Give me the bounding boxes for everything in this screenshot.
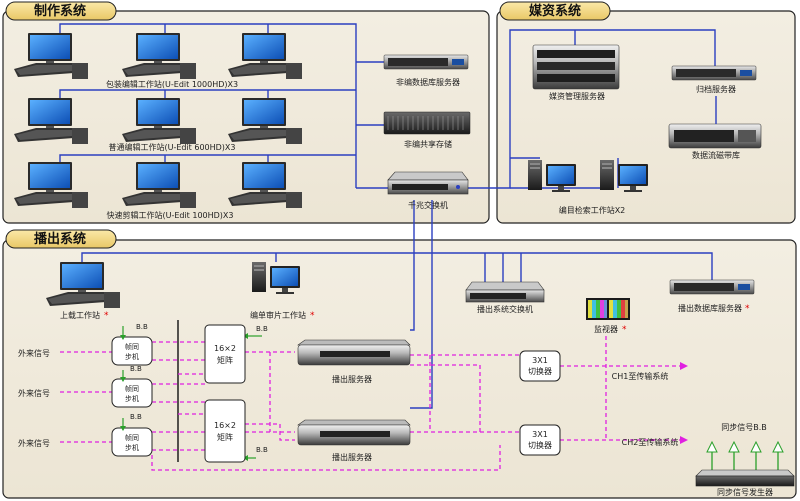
matrix-1: 16×2 矩阵 [204, 324, 246, 384]
bb-1: B.B [136, 323, 148, 331]
svg-text:切换器: 切换器 [528, 440, 552, 450]
play-server-1 [297, 339, 411, 366]
svg-text:帧同: 帧同 [125, 433, 139, 442]
sync-signal-label: 同步信号B.B [721, 422, 767, 432]
bb-5: B.B [256, 446, 268, 454]
ch1-label: CH1至传输系统 [612, 371, 669, 381]
playlist-ws-label: 编单审片工作站 [250, 310, 306, 320]
nonlinear-db-label: 非编数据库服务器 [396, 77, 460, 87]
fast-edit-label: 快速剪辑工作站(U-Edit 100HD)X3 [106, 210, 233, 220]
svg-text:帧同: 帧同 [125, 342, 139, 351]
svg-text:步机: 步机 [125, 394, 139, 403]
signal-lines [60, 336, 680, 471]
archive-server-icon [671, 65, 757, 81]
monitor-label: 监视器 [594, 324, 618, 334]
monitor-star: * [622, 325, 627, 335]
switcher-1: 3X1 切换器 [519, 350, 561, 382]
svg-text:矩阵: 矩阵 [217, 355, 233, 365]
nonlinear-db-server-icon [383, 54, 469, 70]
ext-signal-3: 外来信号 [18, 438, 50, 448]
play-server-1-label: 播出服务器 [332, 374, 372, 384]
broadcast-network-lines [81, 252, 713, 409]
bc-db-icon [669, 279, 755, 295]
media-title: 媒资系统 [529, 3, 581, 19]
bc-db-star: * [745, 304, 750, 314]
svg-text:步机: 步机 [125, 443, 139, 452]
frame-sync-3: 帧同 步机 [111, 427, 153, 457]
svg-text:帧同: 帧同 [125, 384, 139, 393]
tape-library-icon [668, 123, 762, 149]
bb-4: B.B [256, 325, 268, 333]
production-network-lines [59, 23, 716, 285]
shared-storage-label: 非编共享存储 [404, 139, 452, 149]
frame-sync-1: 帧同 步机 [111, 336, 153, 366]
media-mgmt-label: 媒资管理服务器 [549, 91, 605, 101]
broadcast-title: 播出系统 [34, 231, 86, 247]
bb-3: B.B [130, 413, 142, 421]
shared-storage-icon [383, 111, 471, 135]
sync-gen-label: 同步信号发生器 [717, 487, 773, 497]
play-server-2-label: 播出服务器 [332, 452, 372, 462]
playlist-ws-star: * [310, 311, 315, 321]
tape-library-label: 数据流磁带库 [692, 150, 740, 160]
std-edit-label: 普通编辑工作站(U-Edit 600HD)X3 [108, 142, 235, 152]
gig-switch-label: 千兆交换机 [408, 200, 448, 210]
catalog-ws-label: 编目检索工作站X2 [559, 205, 626, 215]
bb-2: B.B [130, 365, 142, 373]
ext-signal-2: 外来信号 [18, 388, 50, 398]
upload-ws-star: * [104, 311, 109, 321]
frame-sync-2: 帧同 步机 [111, 378, 153, 408]
gig-switch-icon [387, 171, 469, 195]
bc-switch-label: 播出系统交换机 [477, 304, 533, 314]
play-server-2 [297, 419, 411, 446]
svg-text:切换器: 切换器 [528, 366, 552, 376]
svg-text:16×2: 16×2 [214, 421, 236, 430]
media-panel [496, 10, 796, 224]
output-arrowheads [680, 362, 688, 444]
svg-text:矩阵: 矩阵 [217, 432, 233, 442]
production-title: 制作系统 [34, 3, 86, 19]
svg-text:16×2: 16×2 [214, 344, 236, 353]
broadcast-panel [2, 239, 797, 499]
monitor-icon [586, 298, 630, 320]
upload-ws-label: 上载工作站 [60, 310, 100, 320]
sync-arrows [711, 450, 779, 470]
svg-text:3X1: 3X1 [532, 430, 548, 439]
bc-switch-icon [465, 281, 545, 303]
sync-arrowheads [706, 440, 784, 453]
sync-generator-icon [695, 469, 795, 487]
switcher-2: 3X1 切换器 [519, 424, 561, 456]
bc-db-label: 播出数据库服务器 [678, 303, 742, 313]
svg-text:3X1: 3X1 [532, 356, 548, 365]
svg-text:步机: 步机 [125, 352, 139, 361]
ch2-label: CH2至传输系统 [622, 437, 679, 447]
matrix-2: 16×2 矩阵 [204, 399, 246, 463]
archive-server-label: 归档服务器 [696, 84, 736, 94]
ext-signal-1: 外来信号 [18, 348, 50, 358]
pkg-edit-label: 包装编辑工作站(U-Edit 1000HD)X3 [106, 79, 238, 89]
media-mgmt-server-icon [532, 44, 620, 90]
